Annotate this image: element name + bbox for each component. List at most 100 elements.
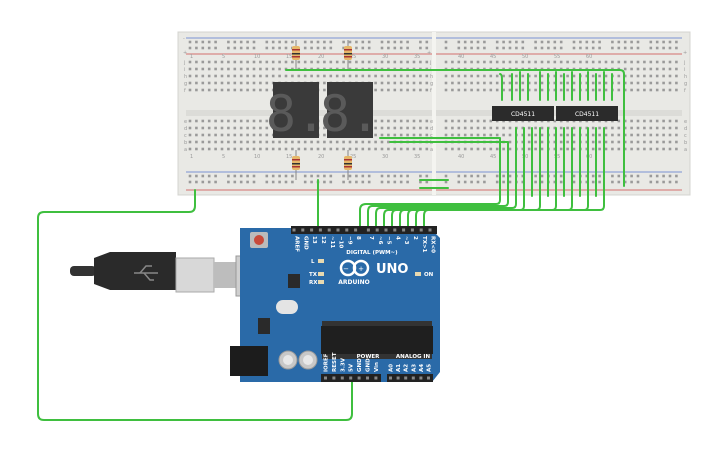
breadboard-hole[interactable] bbox=[201, 40, 205, 44]
breadboard-hole[interactable] bbox=[265, 180, 269, 184]
breadboard-hole[interactable] bbox=[406, 46, 409, 50]
breadboard-hole[interactable] bbox=[623, 133, 627, 137]
digital-pin-8[interactable] bbox=[366, 228, 370, 232]
breadboard-hole[interactable] bbox=[367, 140, 371, 144]
breadboard-hole[interactable] bbox=[412, 126, 416, 130]
breadboard-hole[interactable] bbox=[316, 40, 320, 44]
breadboard-hole[interactable] bbox=[559, 74, 563, 78]
breadboard-hole[interactable] bbox=[675, 147, 678, 151]
breadboard-hole[interactable] bbox=[355, 60, 358, 64]
breadboard-hole[interactable] bbox=[495, 133, 499, 137]
breadboard-hole[interactable] bbox=[636, 46, 640, 50]
breadboard-hole[interactable] bbox=[195, 126, 198, 130]
breadboard-hole[interactable] bbox=[393, 126, 397, 130]
breadboard-hole[interactable] bbox=[227, 88, 230, 92]
breadboard-hole[interactable] bbox=[470, 40, 473, 44]
breadboard-hole[interactable] bbox=[521, 46, 525, 50]
breadboard-hole[interactable] bbox=[214, 126, 217, 130]
breadboard-hole[interactable] bbox=[297, 74, 301, 78]
breadboard-hole[interactable] bbox=[303, 40, 307, 44]
breadboard-hole[interactable] bbox=[457, 60, 461, 64]
breadboard-hole[interactable] bbox=[534, 74, 537, 78]
analog-pin[interactable] bbox=[411, 376, 415, 380]
breadboard-hole[interactable] bbox=[361, 60, 365, 64]
breadboard-hole[interactable] bbox=[643, 140, 646, 144]
breadboard-hole[interactable] bbox=[630, 174, 633, 178]
breadboard-hole[interactable] bbox=[643, 133, 646, 137]
breadboard-hole[interactable] bbox=[239, 74, 243, 78]
breadboard-hole[interactable] bbox=[662, 180, 665, 184]
breadboard-hole[interactable] bbox=[310, 46, 313, 50]
breadboard-hole[interactable] bbox=[393, 119, 397, 123]
breadboard-hole[interactable] bbox=[604, 140, 608, 144]
breadboard-hole[interactable] bbox=[444, 74, 448, 78]
breadboard-hole[interactable] bbox=[278, 67, 281, 71]
breadboard-hole[interactable] bbox=[591, 46, 595, 50]
breadboard-hole[interactable] bbox=[668, 40, 672, 44]
breadboard-hole[interactable] bbox=[188, 67, 192, 71]
breadboard-hole[interactable] bbox=[425, 133, 429, 137]
breadboard-hole[interactable] bbox=[259, 147, 262, 151]
breadboard-hole[interactable] bbox=[617, 126, 621, 130]
breadboard-hole[interactable] bbox=[585, 140, 589, 144]
breadboard-hole[interactable] bbox=[348, 60, 352, 64]
breadboard-hole[interactable] bbox=[572, 140, 576, 144]
breadboard-hole[interactable] bbox=[303, 74, 307, 78]
breadboard-hole[interactable] bbox=[419, 88, 422, 92]
breadboard-hole[interactable] bbox=[489, 74, 493, 78]
breadboard-hole[interactable] bbox=[495, 180, 499, 184]
breadboard-hole[interactable] bbox=[527, 60, 531, 64]
breadboard-hole[interactable] bbox=[559, 126, 563, 130]
breadboard-hole[interactable] bbox=[547, 40, 550, 44]
breadboard-hole[interactable] bbox=[463, 40, 467, 44]
breadboard-hole[interactable] bbox=[604, 88, 608, 92]
breadboard-hole[interactable] bbox=[284, 40, 288, 44]
breadboard-hole[interactable] bbox=[399, 119, 403, 123]
breadboard-hole[interactable] bbox=[380, 81, 384, 85]
breadboard-hole[interactable] bbox=[566, 126, 569, 130]
digital-pin-15[interactable] bbox=[428, 228, 432, 232]
breadboard-hole[interactable] bbox=[623, 119, 627, 123]
breadboard-hole[interactable] bbox=[559, 174, 563, 178]
breadboard-hole[interactable] bbox=[419, 81, 422, 85]
breadboard-hole[interactable] bbox=[508, 81, 512, 85]
breadboard-hole[interactable] bbox=[457, 133, 461, 137]
breadboard-hole[interactable] bbox=[291, 174, 294, 178]
breadboard-hole[interactable] bbox=[271, 40, 275, 44]
breadboard-hole[interactable] bbox=[636, 174, 640, 178]
breadboard-hole[interactable] bbox=[201, 174, 205, 178]
breadboard-hole[interactable] bbox=[451, 60, 454, 64]
breadboard-hole[interactable] bbox=[252, 180, 256, 184]
power-pin[interactable] bbox=[357, 376, 361, 380]
breadboard-hole[interactable] bbox=[329, 180, 333, 184]
breadboard-hole[interactable] bbox=[662, 60, 665, 64]
breadboard-hole[interactable] bbox=[502, 174, 505, 178]
breadboard-hole[interactable] bbox=[444, 40, 448, 44]
breadboard-hole[interactable] bbox=[649, 147, 653, 151]
breadboard-hole[interactable] bbox=[470, 180, 473, 184]
breadboard-hole[interactable] bbox=[259, 60, 262, 64]
breadboard-hole[interactable] bbox=[495, 40, 499, 44]
breadboard-hole[interactable] bbox=[476, 180, 480, 184]
breadboard-hole[interactable] bbox=[534, 133, 537, 137]
breadboard-hole[interactable] bbox=[515, 46, 518, 50]
breadboard-hole[interactable] bbox=[265, 133, 269, 137]
breadboard-hole[interactable] bbox=[559, 140, 563, 144]
breadboard-hole[interactable] bbox=[380, 133, 384, 137]
breadboard-hole[interactable] bbox=[284, 147, 288, 151]
breadboard-hole[interactable] bbox=[355, 40, 358, 44]
breadboard-hole[interactable] bbox=[207, 81, 211, 85]
breadboard-hole[interactable] bbox=[399, 88, 403, 92]
breadboard-hole[interactable] bbox=[291, 140, 294, 144]
breadboard-hole[interactable] bbox=[591, 81, 595, 85]
breadboard-hole[interactable] bbox=[476, 126, 480, 130]
breadboard-hole[interactable] bbox=[611, 46, 614, 50]
breadboard-hole[interactable] bbox=[649, 174, 653, 178]
digital-pin-5[interactable] bbox=[336, 228, 340, 232]
breadboard-hole[interactable] bbox=[188, 180, 192, 184]
breadboard-hole[interactable] bbox=[227, 40, 230, 44]
breadboard-hole[interactable] bbox=[476, 119, 480, 123]
breadboard-hole[interactable] bbox=[278, 140, 281, 144]
breadboard-hole[interactable] bbox=[259, 67, 262, 71]
breadboard-hole[interactable] bbox=[483, 174, 486, 178]
